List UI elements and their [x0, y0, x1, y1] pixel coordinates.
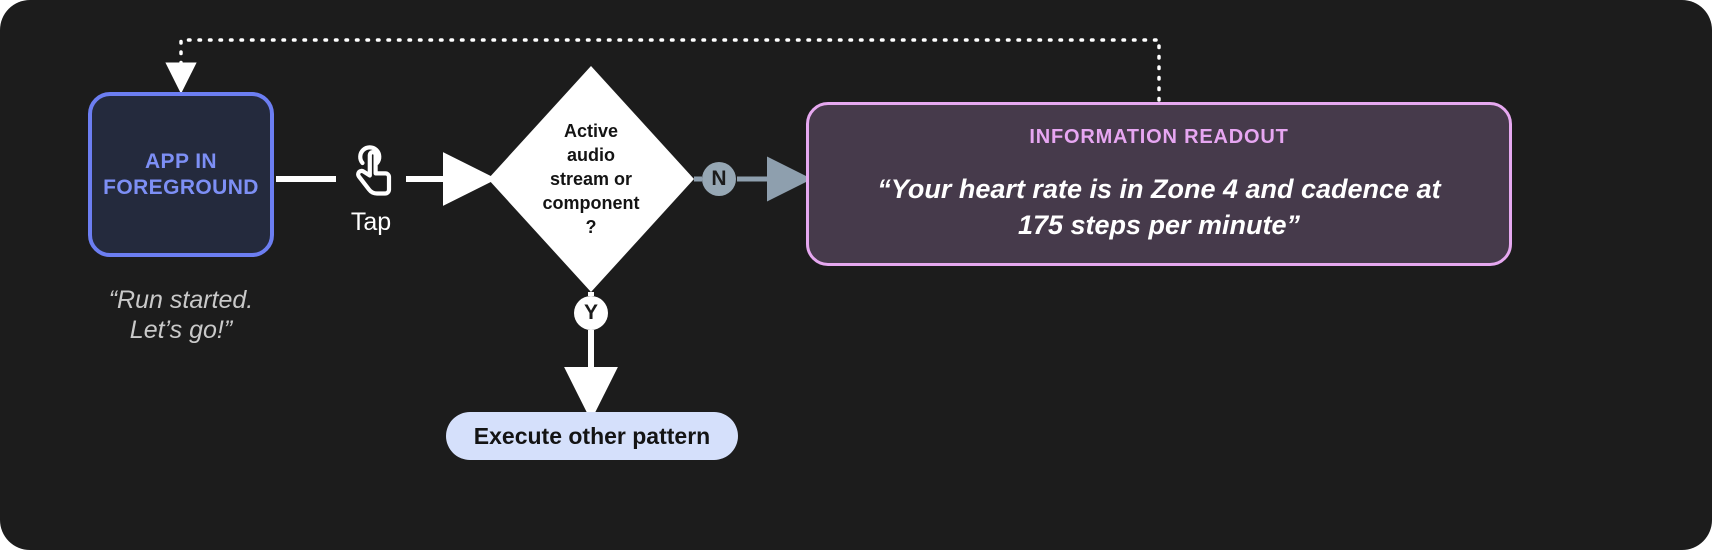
- node-information-readout[interactable]: INFORMATION READOUT “Your heart rate is …: [806, 102, 1512, 266]
- branch-badge-no: N: [702, 162, 736, 196]
- node-app-in-foreground[interactable]: APP IN FOREGROUND: [88, 92, 274, 257]
- gesture-tap-label: Tap: [350, 208, 392, 236]
- branch-badge-yes-label: Y: [583, 301, 598, 324]
- node-execute-other-pattern[interactable]: Execute other pattern: [446, 412, 738, 460]
- tap-gesture-icon: [356, 145, 392, 196]
- branch-badge-yes: Y: [574, 296, 608, 330]
- app-node-label: APP IN FOREGROUND: [103, 149, 259, 199]
- gesture-tap-group: Tap: [330, 145, 412, 237]
- app-node-caption: “Run started. Let’s go!”: [108, 286, 254, 344]
- branch-badge-no-label: N: [711, 167, 727, 190]
- decision-node-label: Active audio stream or component ?: [542, 121, 640, 237]
- pill-label: Execute other pattern: [473, 422, 711, 449]
- readout-title: INFORMATION READOUT: [1029, 125, 1289, 148]
- node-decision-active-audio[interactable]: Active audio stream or component ?: [488, 66, 694, 292]
- readout-body: “Your heart rate is in Zone 4 and cadenc…: [877, 173, 1441, 240]
